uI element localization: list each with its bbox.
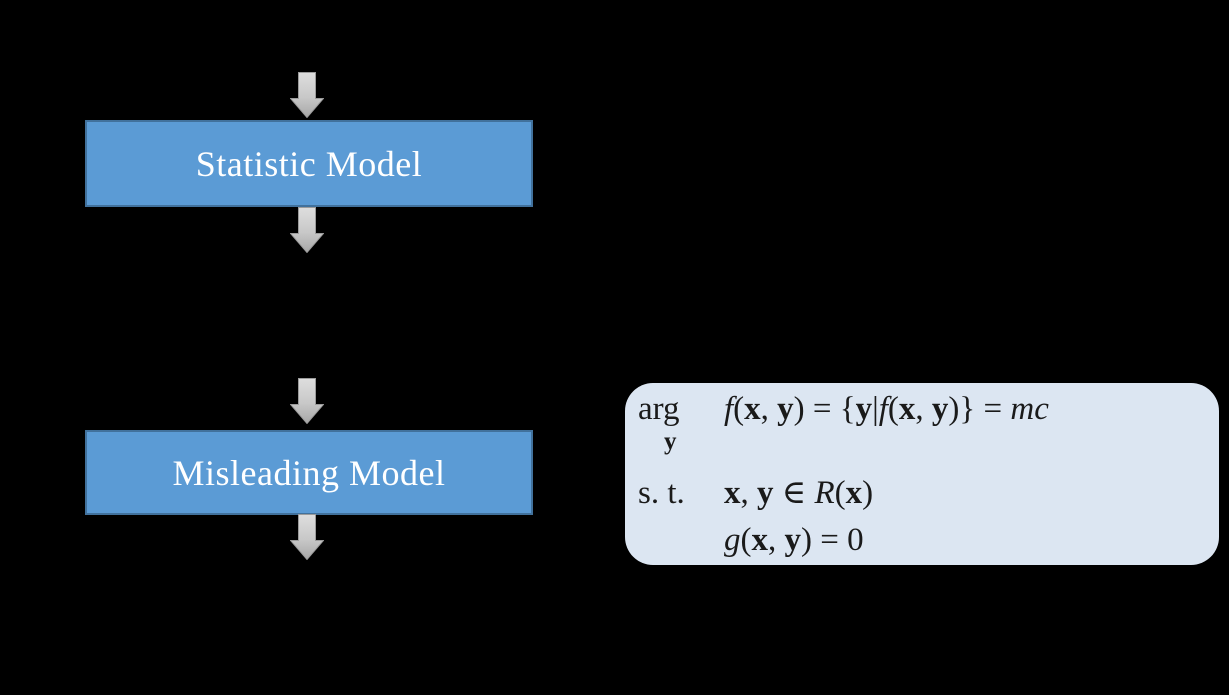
formula-panel: arg y f(x, y) = {y|f(x, y)} = mc s. t. x… [625,383,1219,565]
down-arrow-icon [290,207,324,253]
argmax-operator: arg y [638,391,724,475]
misleading-model-box: Misleading Model [85,430,533,515]
constraint-expression-2: g(x, y) = 0 [724,522,864,558]
subject-to-label: s. t. [638,475,685,511]
misleading-model-label: Misleading Model [172,452,446,493]
down-arrow-icon [290,378,324,424]
constraint-expression-1: x, y ∈ R(x) [724,475,874,511]
objective-expression: f(x, y) = {y|f(x, y)} = mc [724,391,1049,427]
statistic-model-label: Statistic Model [195,143,423,184]
arg-subscript-y: y [664,428,677,456]
down-arrow-icon [290,514,324,560]
empty-cell [638,522,724,560]
arg-label: arg [638,391,680,427]
down-arrow-icon [290,72,324,118]
formula-grid: arg y f(x, y) = {y|f(x, y)} = mc s. t. x… [625,383,1219,560]
statistic-model-box: Statistic Model [85,120,533,207]
